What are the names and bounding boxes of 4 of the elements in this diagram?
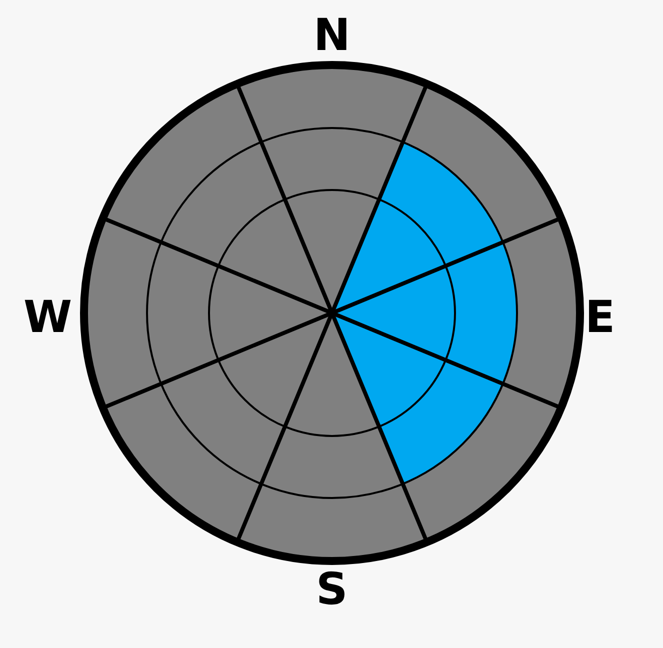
direction-label: W [24,296,72,340]
direction-label: N [314,14,350,58]
direction-label: E [585,296,616,340]
direction-label: S [316,568,348,612]
